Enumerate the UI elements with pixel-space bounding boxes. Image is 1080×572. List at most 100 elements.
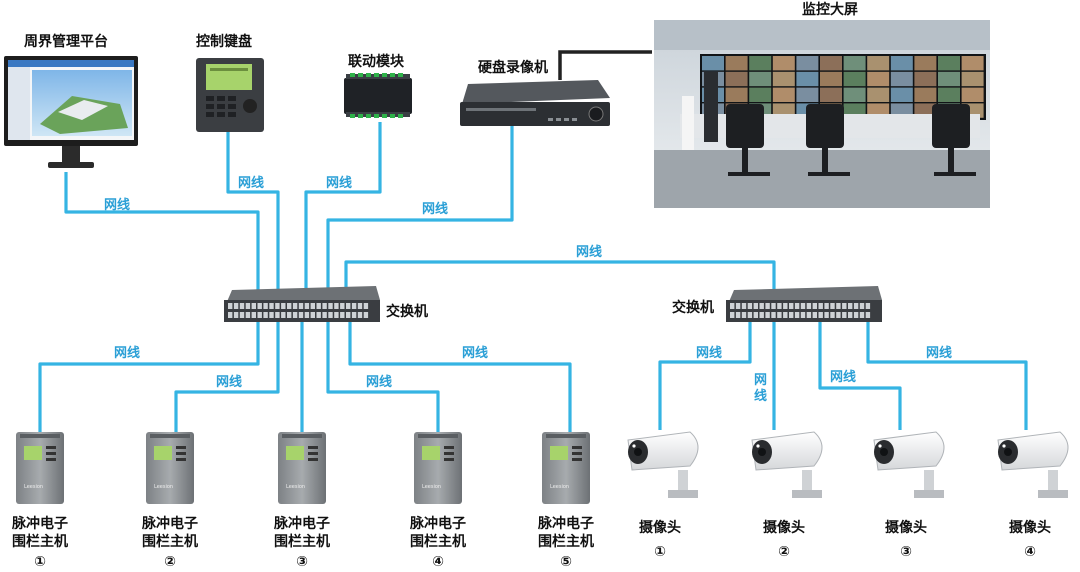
cable-label: 网线 — [366, 374, 392, 390]
switch-right — [726, 286, 882, 322]
switch-ports — [730, 303, 871, 318]
fence-host-label: 脉冲电子 — [409, 515, 466, 532]
camera-mount — [924, 470, 934, 494]
cable-cam-1 — [658, 322, 752, 430]
fence-host-label: 脉冲电子 — [11, 515, 68, 532]
fence-host-label: 脉冲电子 — [537, 515, 594, 532]
cable-label: 网线 — [114, 345, 140, 361]
nvr-device — [460, 80, 610, 126]
fence-host-brand: Leesion — [286, 484, 305, 490]
fence-host-display — [550, 446, 568, 460]
cable-host-2 — [174, 322, 280, 432]
camera-label: 摄像头 — [885, 519, 927, 536]
cable-keyboard — [226, 132, 280, 300]
platform-monitor — [4, 56, 138, 168]
cable-label: 网线 — [422, 201, 448, 217]
switch-ports — [228, 303, 369, 318]
fence-host-body — [414, 432, 462, 504]
fence-host-label: 围栏主机 — [142, 533, 198, 550]
cable-host-5 — [348, 322, 572, 432]
camera: 摄像头 ③ — [873, 431, 945, 560]
fence-host-brand: Leesion — [550, 484, 569, 490]
camera-mount — [678, 470, 688, 494]
camera-number: ② — [778, 544, 790, 560]
fence-host-brand: Leesion — [24, 484, 43, 490]
fence-host-display — [154, 446, 172, 460]
camera-mount — [802, 470, 812, 494]
cable-label: 网线 — [926, 345, 952, 361]
keyboard-label: 控制键盘 — [196, 33, 252, 50]
camera: 摄像头 ④ — [997, 431, 1069, 560]
linkage-label: 联动模块 — [348, 53, 405, 70]
fence-host-number: ③ — [296, 554, 308, 570]
keyboard-device — [196, 58, 264, 132]
camera-number: ④ — [1024, 544, 1036, 560]
switch-left — [224, 286, 380, 322]
fence-host-label: 围栏主机 — [538, 533, 594, 550]
camera-label: 摄像头 — [1009, 519, 1051, 536]
fence-host-brand: Leesion — [154, 484, 173, 490]
nvr-label: 硬盘录像机 — [478, 59, 548, 76]
fence-host-display — [422, 446, 440, 460]
cable-label: 网线 — [830, 369, 856, 385]
fence-host-group: Leesion脉冲电子围栏主机①Leesion脉冲电子围栏主机②Leesion脉… — [11, 432, 594, 570]
cable-host-1 — [38, 322, 260, 432]
switch-right-label: 交换机 — [672, 299, 714, 316]
camera-mount — [1048, 470, 1058, 494]
camera-body — [997, 431, 1069, 471]
cable-cam-3 — [818, 322, 902, 430]
cable-label-vertical-top: 网 — [754, 373, 767, 388]
linkage-module — [344, 73, 412, 118]
fence-host-label: 围栏主机 — [274, 533, 330, 550]
fence-host-label: 围栏主机 — [410, 533, 466, 550]
cable-label-vertical-bottom: 线 — [754, 388, 767, 404]
cable-platform — [64, 172, 260, 300]
cable-label: 网线 — [238, 175, 264, 191]
camera-label: 摄像头 — [639, 519, 681, 536]
camera-number: ③ — [900, 544, 912, 560]
cable-nvr — [326, 126, 514, 300]
cable-label: 网线 — [462, 345, 488, 361]
fence-host-number: ⑤ — [560, 554, 572, 570]
fence-host-display — [24, 446, 42, 460]
fence-host-label: 脉冲电子 — [141, 515, 198, 532]
cable-label: 网线 — [696, 345, 722, 361]
fence-host-brand: Leesion — [422, 484, 441, 490]
cable-label: 网线 — [216, 374, 242, 390]
switch-left-label: 交换机 — [386, 303, 428, 320]
camera-number: ① — [654, 544, 666, 560]
cable-linkage — [304, 122, 382, 300]
cable-label: 网线 — [104, 197, 130, 213]
fence-host-body — [542, 432, 590, 504]
fence-host-number: ① — [34, 554, 46, 570]
screen-label: 监控大屏 — [802, 1, 858, 18]
control-room-image — [654, 20, 990, 208]
cable-switch-link — [344, 260, 776, 300]
fence-host-label: 围栏主机 — [12, 533, 68, 550]
cable-host-4 — [326, 322, 440, 432]
cable-labels: 网线 网线 网线 网线 网线 网线 网线 网线 网线 网线 网 线 网线 网线 — [104, 175, 952, 404]
camera: 摄像头 ② — [751, 431, 823, 560]
cable-cam-4 — [866, 322, 1028, 430]
cable-nvr-screen — [558, 50, 652, 80]
cable-label: 网线 — [576, 244, 602, 260]
fence-host-body — [16, 432, 64, 504]
platform-label: 周界管理平台 — [24, 33, 108, 50]
fence-host-display — [286, 446, 304, 460]
fence-host-body — [146, 432, 194, 504]
camera-group: 摄像头 ① 摄像头 ② 摄像头 ③ 摄像头 ④ — [627, 431, 1069, 560]
camera: 摄像头 ① — [627, 431, 699, 560]
fence-host-label: 脉冲电子 — [273, 515, 330, 532]
camera-body — [751, 431, 823, 471]
camera-body — [627, 431, 699, 471]
camera-body — [873, 431, 945, 471]
camera-label: 摄像头 — [763, 519, 805, 536]
fence-host-number: ④ — [432, 554, 444, 570]
fence-host-number: ② — [164, 554, 176, 570]
fence-host-body — [278, 432, 326, 504]
